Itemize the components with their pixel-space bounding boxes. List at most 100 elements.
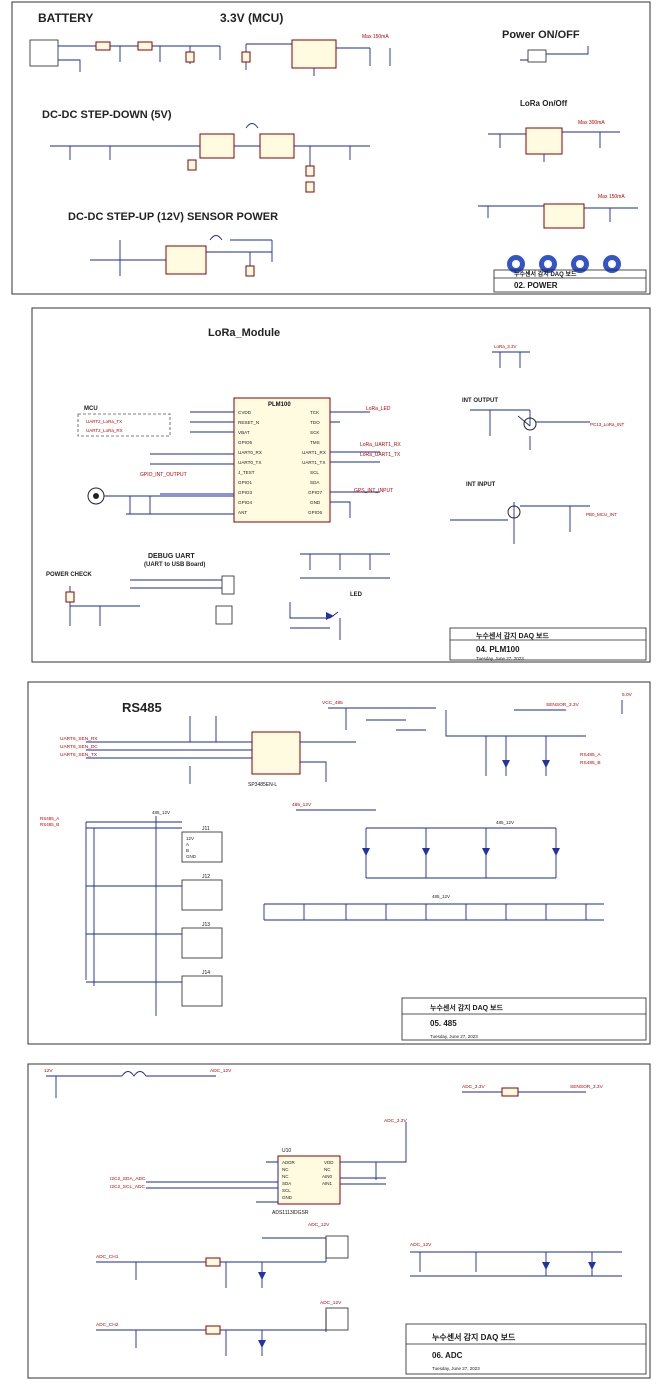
stepdown-circuit	[50, 123, 370, 193]
svg-text:PLM100: PLM100	[268, 402, 291, 408]
ferrite-12v: 485_12V	[292, 802, 376, 811]
int-output-circuit: INT OUTPUT PC13_LoRa_INT	[462, 398, 625, 450]
svg-text:DEBUG UART: DEBUG UART	[148, 553, 195, 560]
sheet-border	[11, 1, 651, 295]
date-text: Tuesday, June 27, 2023	[476, 656, 524, 661]
svg-text:ADS1113IDGSR: ADS1113IDGSR	[272, 1210, 309, 1216]
svg-text:ADC_CH2: ADC_CH2	[96, 1322, 119, 1328]
svg-text:GPIO1: GPIO1	[238, 480, 252, 485]
svg-text:UART2_LoRa_TX: UART2_LoRa_TX	[86, 419, 122, 424]
svg-text:GND: GND	[282, 1195, 293, 1200]
net-uart6-rx: UART6_SEN_RX	[60, 736, 98, 742]
net-lora-led: LoRa_LED	[366, 406, 391, 412]
battery-heading: BATTERY	[38, 11, 93, 25]
svg-text:J_TEST: J_TEST	[238, 470, 255, 475]
stepup-heading: DC-DC STEP-UP (12V) SENSOR POWER	[68, 211, 278, 223]
svg-text:A: A	[186, 842, 189, 847]
adc-schematic-canvas: 12V ADC_12V ADC_3.3V SENSOR_3.3V U10 ADS…	[27, 1063, 651, 1379]
svg-text:SCK: SCK	[310, 430, 320, 435]
svg-text:J11: J11	[202, 826, 210, 832]
svg-text:GND: GND	[310, 500, 321, 505]
date-text: Tuesday, June 27, 2023	[430, 1034, 478, 1039]
svg-text:J14: J14	[202, 970, 210, 976]
svg-text:UART1_TX: UART1_TX	[302, 460, 325, 465]
svg-text:RS485_B: RS485_B	[580, 760, 601, 766]
svg-text:ADC_12V: ADC_12V	[210, 1068, 232, 1074]
svg-text:TMS: TMS	[310, 440, 320, 445]
svg-text:GPIO5: GPIO5	[238, 440, 252, 445]
mounting-holes	[507, 255, 621, 273]
sensor-connectors: J11 J12 J13 J14 12V A B GND RS485_A RS48…	[40, 810, 223, 1016]
svg-text:GPIO3: GPIO3	[238, 490, 252, 495]
svg-text:NC: NC	[324, 1167, 331, 1172]
svg-text:GPIO4: GPIO4	[238, 500, 252, 505]
svg-text:GPIO7: GPIO7	[308, 490, 322, 495]
svg-text:ADC_12V: ADC_12V	[308, 1222, 330, 1228]
svg-text:SDA: SDA	[282, 1181, 291, 1186]
svg-text:TCK: TCK	[310, 410, 320, 415]
mcu-regulator: Max 150mA	[241, 34, 391, 76]
svg-text:485_12V: 485_12V	[292, 802, 312, 808]
title-block: 누수센서 감지 DAQ 보드 04. PLM100 Tuesday, June …	[449, 627, 647, 661]
svg-text:TDO: TDO	[310, 420, 320, 425]
mcu33-heading: 3.3V (MCU)	[220, 11, 283, 25]
svg-text:12V: 12V	[186, 836, 194, 841]
svg-text:ADC_12V: ADC_12V	[410, 1242, 432, 1248]
svg-text:ADC_3.3V: ADC_3.3V	[384, 1118, 407, 1124]
adc-channel-2: ADC_CH2 ADC_12V	[96, 1300, 349, 1356]
svg-text:12V: 12V	[44, 1068, 53, 1074]
svg-text:LED: LED	[350, 592, 363, 598]
title-text: 누수센서 감지 DAQ 보드	[432, 1332, 516, 1342]
int-input-circuit: INT INPUT PB0_MCU_INT	[450, 482, 617, 544]
svg-text:Max 150mA: Max 150mA	[598, 194, 625, 200]
svg-text:NC: NC	[282, 1174, 289, 1179]
svg-text:INT INPUT: INT INPUT	[466, 482, 496, 488]
net-gpio-int-output: GPIO_INT_OUTPUT	[140, 472, 187, 478]
tvs-diode-array: 485_12V	[362, 820, 560, 879]
svg-text:UART0_RX: UART0_RX	[238, 450, 262, 455]
svg-text:SENSOR_3.3V: SENSOR_3.3V	[570, 1084, 604, 1090]
svg-text:J12: J12	[202, 874, 210, 880]
schematic-sheet-lora: LoRa_Module PLM100 CVDD RESET_N VBAT GPI…	[30, 306, 652, 664]
lora-schematic-canvas: LoRa_Module PLM100 CVDD RESET_N VBAT GPI…	[31, 307, 651, 663]
net-i2c-scl: I2C2_SCL_ADC	[110, 1184, 145, 1190]
svg-text:(UART to USB Board): (UART to USB Board)	[144, 562, 205, 568]
lora-onoff-heading: LoRa On/Off	[520, 99, 567, 108]
svg-text:AIN1: AIN1	[322, 1181, 333, 1186]
svg-text:Max 150mA: Max 150mA	[362, 34, 389, 40]
svg-text:RS485_A: RS485_A	[580, 752, 601, 758]
lora-switch-circuit: Max 300mA	[488, 120, 620, 162]
svg-text:B: B	[186, 848, 189, 853]
date-text: Tuesday, June 27, 2023	[432, 1366, 480, 1371]
svg-text:AIN0: AIN0	[322, 1174, 333, 1179]
svg-text:UART1_RX: UART1_RX	[302, 450, 326, 455]
decoupling-caps: LoRa_3.3V	[492, 344, 530, 368]
document-number: 04. PLM100	[476, 645, 520, 654]
svg-text:ADDR: ADDR	[282, 1160, 296, 1165]
plm100-chip: PLM100 CVDD RESET_N VBAT GPIO5 UART0_RX …	[126, 397, 380, 523]
svg-text:CVDD: CVDD	[238, 410, 252, 415]
sensor-regulator: Max 150mA	[478, 194, 638, 229]
svg-text:485_12V: 485_12V	[496, 820, 514, 825]
adc-supply-resistor: ADC_3.3V SENSOR_3.3V	[462, 1084, 604, 1097]
svg-text:5.0V: 5.0V	[622, 692, 633, 698]
net-uart6-dc: UART6_SEN_DC	[60, 744, 98, 750]
svg-text:UART0_TX: UART0_TX	[238, 460, 261, 465]
svg-text:RS485_B: RS485_B	[40, 822, 59, 827]
rs485-schematic-canvas: RS485 SP3485EN-L UART6_SEN_RX UART6_SEN_…	[27, 681, 651, 1045]
rs485-heading: RS485	[122, 700, 162, 715]
mcu-connection-box: MCU UART2_LoRa_TX UART2_LoRa_RX	[77, 406, 171, 437]
power-onoff-heading: Power ON/OFF	[502, 29, 580, 41]
svg-text:RESET_N: RESET_N	[238, 420, 259, 425]
net-i2c-sda: I2C2_SDA_ADC	[110, 1176, 146, 1182]
rs485-protection: VCC_485 SENSOR_3.3V 5.0V RS485_A RS485_B	[322, 692, 633, 776]
svg-text:SCL: SCL	[310, 470, 319, 475]
sheet-border	[31, 307, 651, 663]
net-gps-int-input: GPS_INT_INPUT	[354, 488, 393, 494]
svg-text:Max 300mA: Max 300mA	[578, 120, 605, 126]
schematic-sheet-adc: 12V ADC_12V ADC_3.3V SENSOR_3.3V U10 ADS…	[26, 1062, 652, 1380]
svg-text:ADC_12V: ADC_12V	[320, 1300, 342, 1306]
lora-power-caps	[300, 553, 390, 579]
svg-text:SP3485EN-L: SP3485EN-L	[248, 782, 277, 788]
svg-text:VBAT: VBAT	[238, 430, 250, 435]
